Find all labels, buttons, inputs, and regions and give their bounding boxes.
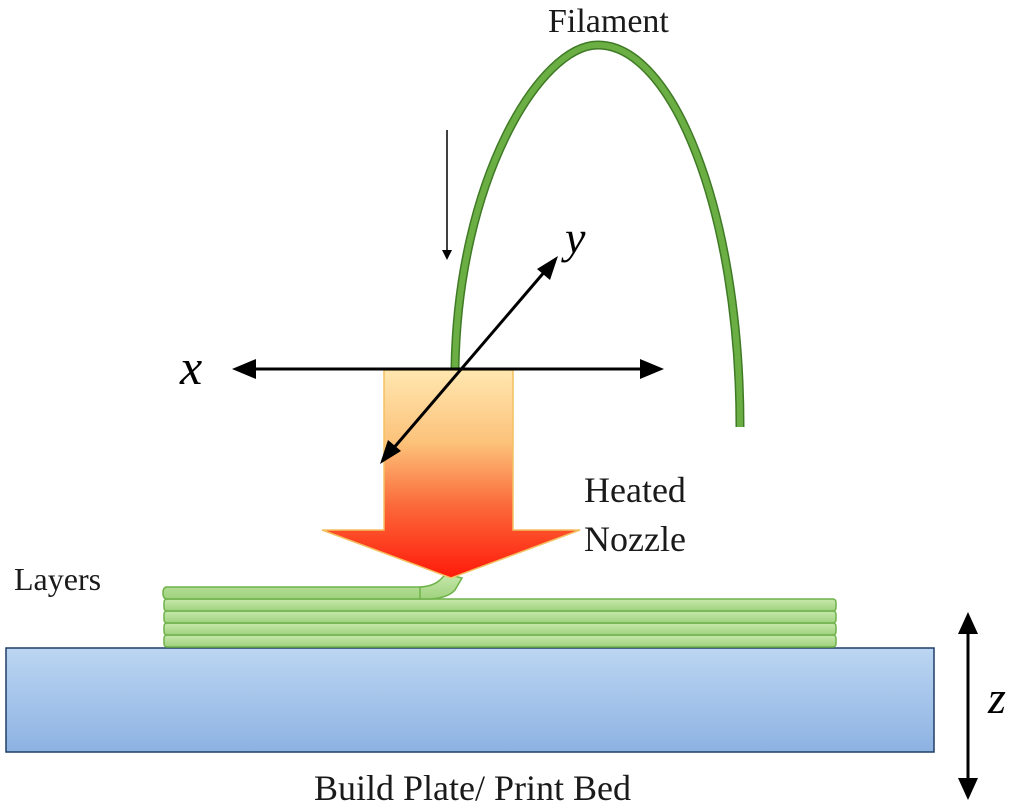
heated-nozzle-label-line2: Nozzle <box>584 519 686 559</box>
printed-layers <box>162 573 837 648</box>
x-axis-arrow <box>232 359 664 379</box>
build-plate-label: Build Plate/ Print Bed <box>314 768 631 808</box>
layer-2 <box>163 622 837 636</box>
layer-1 <box>163 634 837 648</box>
layer-3 <box>163 610 837 624</box>
x-axis-label: x <box>179 339 202 395</box>
heated-nozzle <box>321 369 581 579</box>
z-axis-arrow <box>958 612 978 800</box>
z-axis-label: z <box>987 672 1006 723</box>
heated-nozzle-label-line1: Heated <box>584 470 686 510</box>
build-plate <box>5 647 935 753</box>
y-axis-label: y <box>561 212 586 263</box>
layer-4 <box>163 598 837 612</box>
layer-5-partial <box>162 573 464 600</box>
y-axis-arrow <box>380 256 558 464</box>
layers-label: Layers <box>14 561 101 597</box>
filament-label: Filament <box>548 3 669 40</box>
